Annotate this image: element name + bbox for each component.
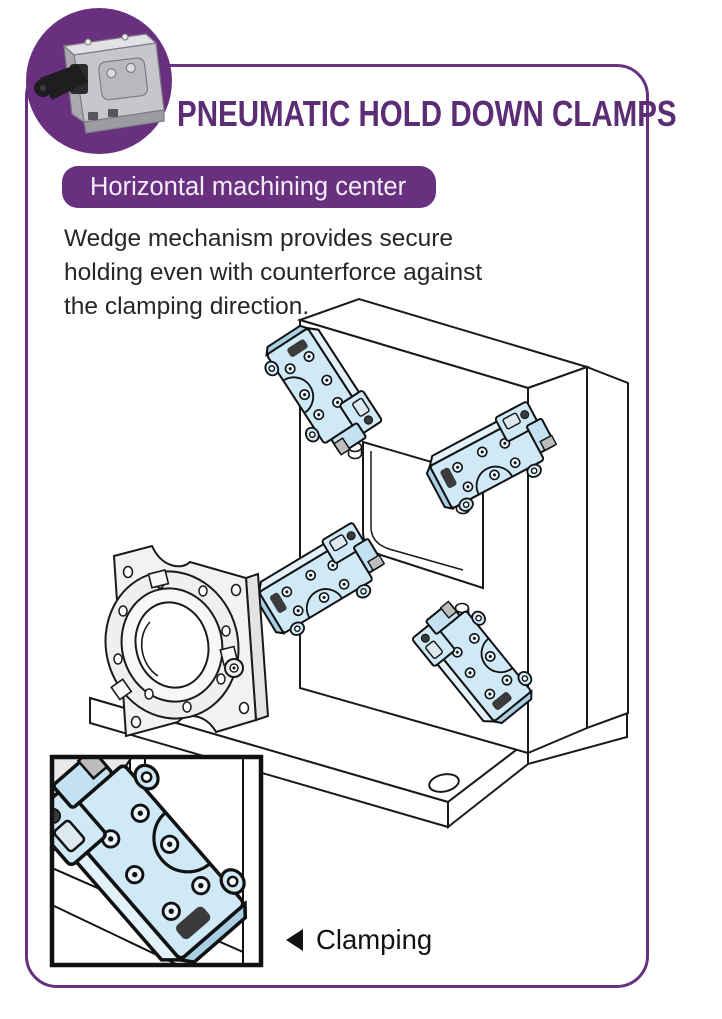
inset-detail-box (49, 754, 264, 968)
description-line-1: Wedge mechanism provides secure (64, 225, 454, 252)
page-title: PNEUMATIC HOLD DOWN CLAMPS (177, 93, 677, 134)
clamp-lever (34, 64, 88, 100)
fixture-illustration (49, 297, 629, 968)
category-pill: Horizontal machining center (62, 166, 437, 208)
description-text: Wedge mechanism provides secure holding … (64, 222, 482, 324)
clamping-caption: Clamping (286, 924, 432, 956)
clamping-caption-label: Clamping (316, 924, 433, 955)
product-photo-badge (26, 8, 172, 154)
pneumatic-clamp-photo-icon (34, 33, 165, 134)
inset-content (54, 759, 259, 963)
workpiece-flange (104, 544, 270, 738)
description-line-3: the clamping direction. (64, 293, 310, 320)
left-triangle-icon (286, 929, 303, 951)
description-line-2: holding even with counterforce against (64, 259, 483, 286)
